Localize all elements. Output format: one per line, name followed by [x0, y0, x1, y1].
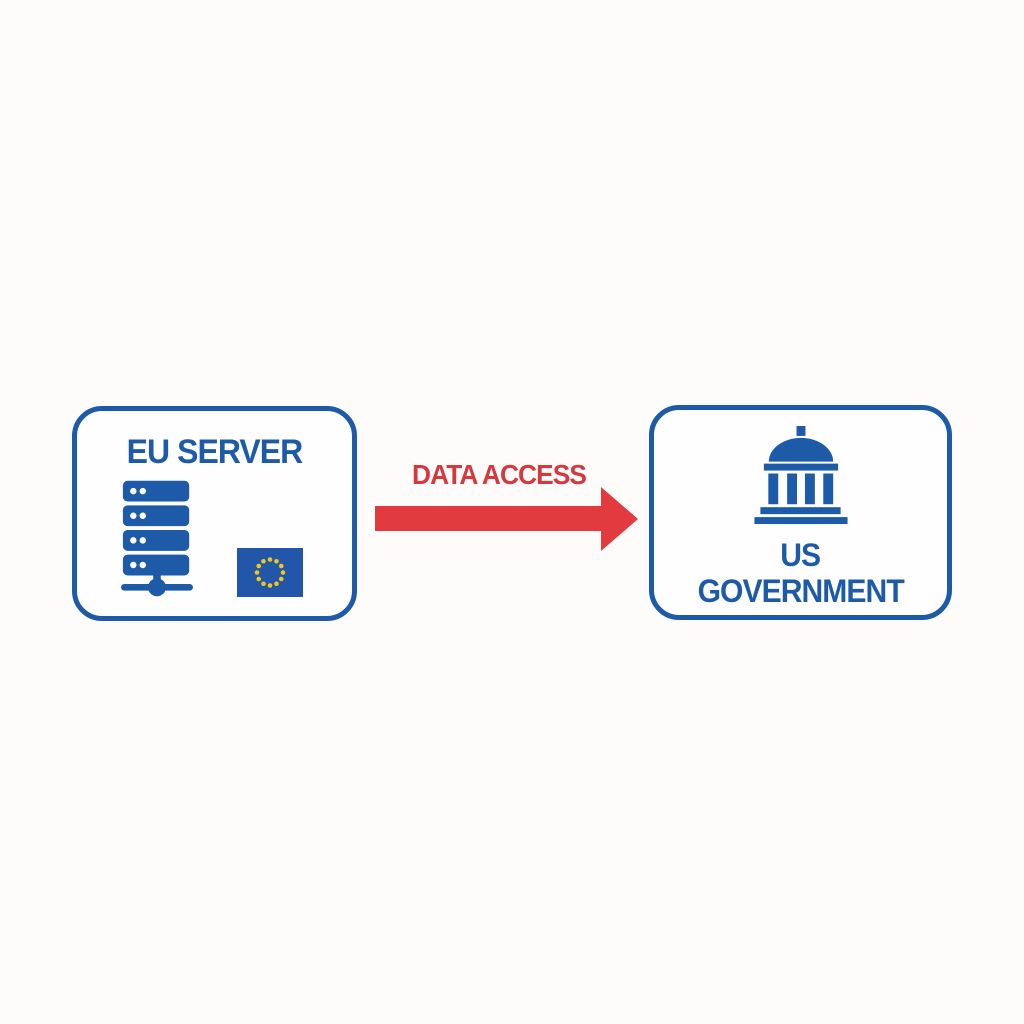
government-building-icon — [753, 426, 848, 525]
eu-server-box: EU SERVER — [72, 406, 357, 621]
eu-flag-icon — [237, 548, 303, 597]
us-government-box: US GOVERNMENT — [649, 405, 952, 620]
us-government-title-line1: US — [780, 537, 822, 573]
eu-server-title: EU SERVER — [126, 433, 304, 471]
right-arrow-icon — [375, 487, 638, 551]
us-government-title-line2: GOVERNMENT — [697, 573, 904, 609]
data-access-label: DATA ACCESS — [412, 459, 587, 490]
server-stack-icon — [121, 480, 193, 597]
